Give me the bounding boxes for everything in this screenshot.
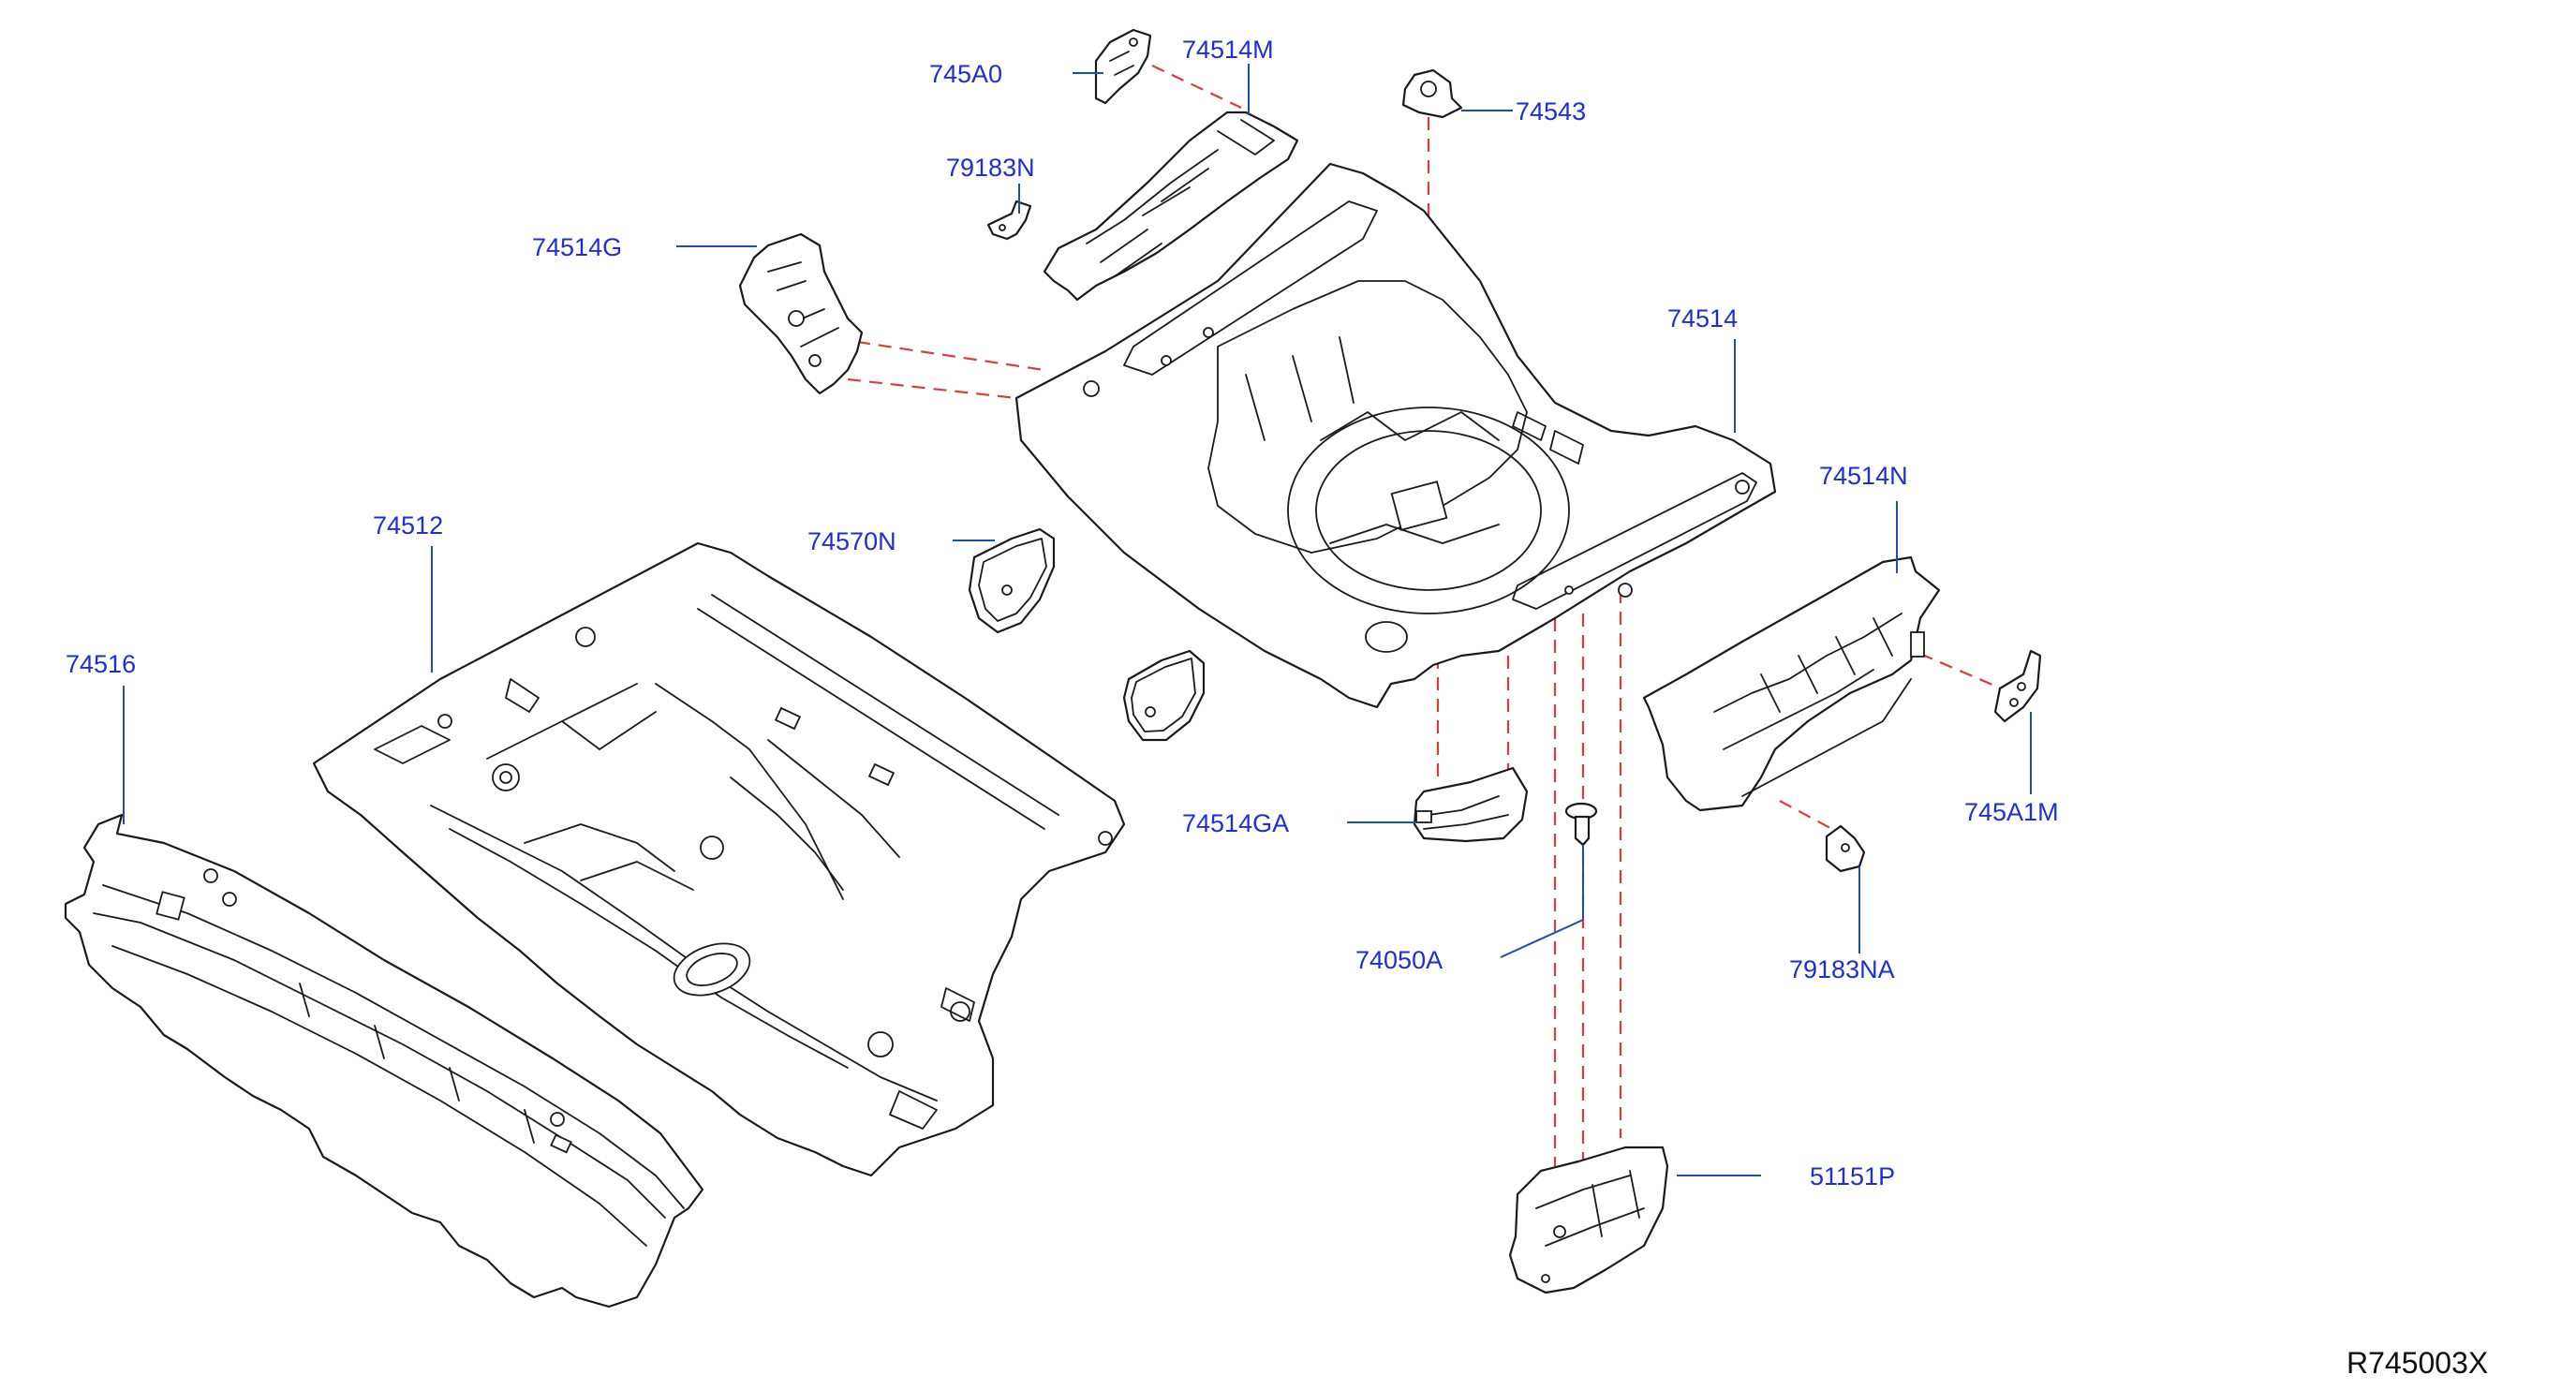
part-74516-cross-member[interactable] bbox=[64, 813, 704, 1309]
diagram-reference-code: R745003X bbox=[2347, 1346, 2488, 1380]
label-74050A: 74050A bbox=[1355, 946, 1443, 974]
part-79183N-bracket[interactable] bbox=[986, 200, 1032, 241]
label-79183N: 79183N bbox=[946, 154, 1035, 182]
label-74514M: 74514M bbox=[1182, 36, 1274, 64]
part-74512-rear-floor-front[interactable] bbox=[312, 541, 1126, 1177]
label-745A1M: 745A1M bbox=[1964, 798, 2059, 826]
part-74050A-bolt[interactable] bbox=[1564, 802, 1598, 847]
label-74543: 74543 bbox=[1516, 97, 1586, 126]
part-labels: 745A0 74514M 74543 79183N 74514G 74514 7… bbox=[66, 36, 2059, 1190]
part-745A1M-bracket[interactable] bbox=[1993, 649, 2042, 723]
part-74514G-side-member[interactable] bbox=[738, 232, 864, 395]
label-79183NA: 79183NA bbox=[1789, 955, 1895, 983]
label-74514GA: 74514GA bbox=[1182, 809, 1289, 837]
label-74514: 74514 bbox=[1667, 304, 1738, 333]
leader-lines bbox=[123, 64, 2032, 1176]
part-74514-rear-floor-rear[interactable] bbox=[1014, 162, 1777, 709]
part-74514GA-cover[interactable] bbox=[1413, 766, 1529, 843]
label-74512: 74512 bbox=[373, 511, 443, 540]
part-745A0-bracket[interactable] bbox=[1094, 28, 1152, 105]
part-74543-clip[interactable] bbox=[1401, 68, 1463, 119]
label-745A0: 745A0 bbox=[929, 60, 1002, 88]
label-74570N: 74570N bbox=[807, 527, 896, 555]
part-74514M-extension[interactable] bbox=[1043, 111, 1299, 302]
part-51151P-bracket[interactable] bbox=[1508, 1146, 1669, 1294]
label-74514N: 74514N bbox=[1819, 462, 1908, 490]
label-51151P: 51151P bbox=[1810, 1162, 1895, 1190]
part-74514N-side-member[interactable] bbox=[1642, 555, 1941, 812]
part-79183NA-bracket[interactable] bbox=[1825, 824, 1866, 873]
label-74514G: 74514G bbox=[532, 233, 622, 261]
part-74570N-seals[interactable] bbox=[968, 527, 1206, 742]
label-74516: 74516 bbox=[66, 650, 136, 678]
